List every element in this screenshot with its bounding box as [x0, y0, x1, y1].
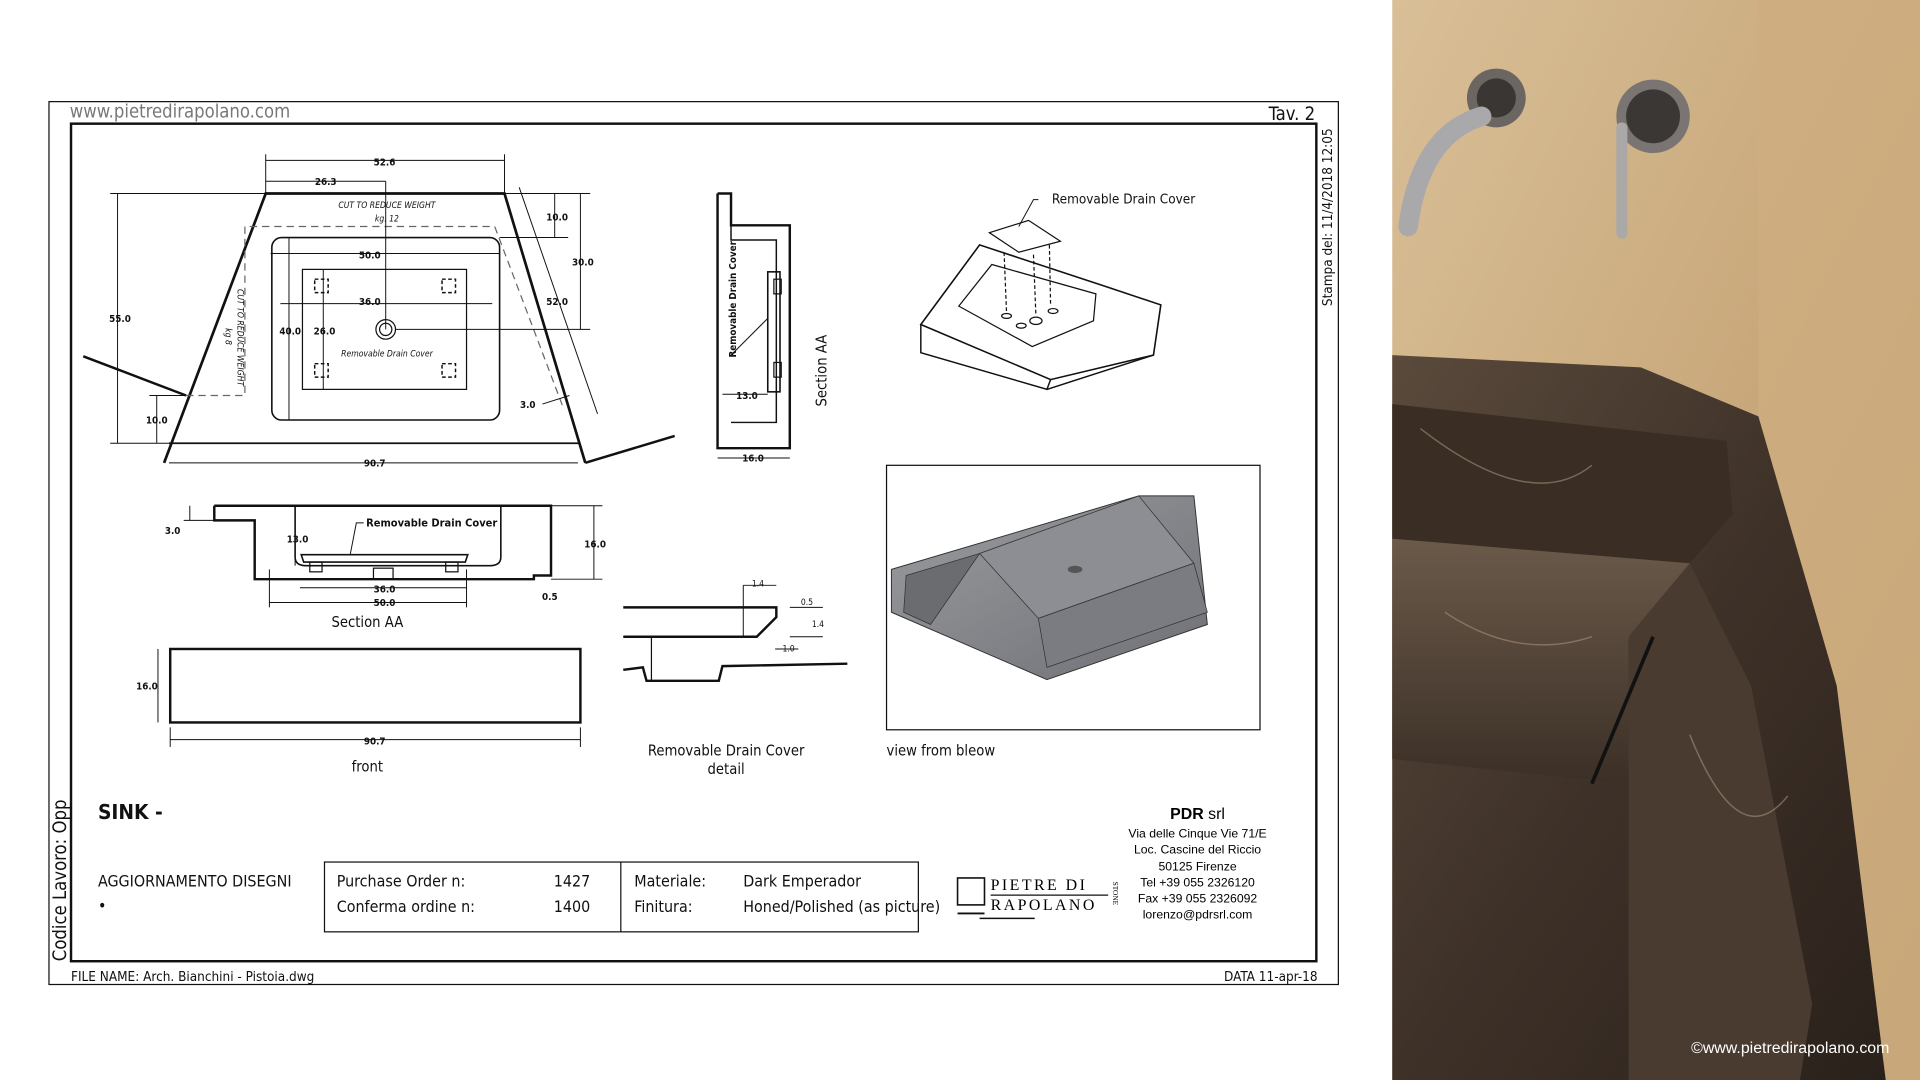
plan-view: 52.6 26.3 10.0 30.0 52.0 55.0 50.0 36.0 … [82, 154, 676, 470]
view-from-below: view from bleow [885, 464, 1261, 760]
pietre-di-rapolano-logo: PIETRE DI RAPOLANO STONE [956, 877, 1120, 920]
po-label: Purchase Order n: [337, 872, 466, 891]
dim-height: 55.0 [109, 314, 131, 325]
company-info: PDR srl Via delle Cinque Vie 71/E Loc. C… [1128, 806, 1266, 921]
company-city: 50125 Firenze [1158, 860, 1236, 874]
sink-title: SINK - [98, 800, 163, 824]
cut-left-kg: kg 8 [222, 328, 232, 345]
section-dim-16: 16.0 [584, 539, 606, 550]
detail-dim-14a: 1.4 [752, 580, 764, 590]
faucet-spout-icon [1398, 68, 1526, 237]
cover-support-icons [313, 278, 457, 378]
dim-cover-width: 36.0 [359, 297, 381, 308]
detail-caption-1: Removable Drain Cover [648, 743, 805, 760]
front-caption: front [352, 758, 383, 775]
logo-side: STONE [1111, 882, 1120, 906]
company-address2: Loc. Cascine del Riccio [1134, 842, 1261, 856]
view-below-caption: view from bleow [887, 743, 996, 760]
iso-sketch: Removable Drain Cover [919, 192, 1195, 391]
dim-left-10: 10.0 [146, 416, 168, 427]
logo-line1: PIETRE DI [991, 877, 1088, 894]
detail-dim-14b: 1.4 [812, 620, 824, 630]
material-value: Dark Emperador [743, 872, 861, 891]
section-dim-05: 0.5 [542, 592, 558, 603]
detail-dim-05: 0.5 [801, 598, 813, 608]
company-suffix: srl [1208, 806, 1225, 823]
material-label: Materiale: [634, 872, 706, 891]
print-stamp: Stampa del: 11/4/2018 12:05 [1321, 128, 1336, 306]
photo-credit: ©www.pietredirapolano.com [1691, 1040, 1889, 1057]
conf-label: Conferma ordine n: [337, 897, 475, 916]
conf-value: 1400 [554, 897, 590, 916]
drawing-date: DATA 11-apr-18 [1224, 970, 1318, 985]
section-dim-36: 36.0 [374, 585, 396, 596]
dim-bottom-width: 90.7 [364, 459, 386, 470]
dim-edge-3: 3.0 [520, 400, 536, 411]
drain-cover-detail: 1.4 0.5 1.4 1.0 Removable Drain Cover de… [623, 580, 848, 778]
side-dim-13: 13.0 [736, 391, 758, 402]
job-code: Codice Lavoro: Opp [50, 800, 71, 962]
inner-frame [69, 122, 1318, 963]
outer-frame [48, 101, 1339, 986]
front-dim-907: 90.7 [364, 736, 386, 747]
update-label: AGGIORNAMENTO DISEGNI [98, 872, 292, 891]
side-section-view: Removable Drain Cover Section AA 13.0 16… [716, 192, 831, 465]
detail-caption-2: detail [708, 761, 745, 778]
po-value: 1427 [554, 872, 590, 891]
dim-bowl-width: 50.0 [359, 250, 381, 261]
detail-dim-10: 1.0 [782, 644, 794, 654]
company-address1: Via delle Cinque Vie 71/E [1128, 827, 1266, 841]
title-block: SINK - AGGIORNAMENTO DISEGNI • Purchase … [71, 800, 1318, 985]
side-dim-16: 16.0 [742, 454, 764, 465]
dim-half-width: 26.3 [315, 177, 337, 188]
update-bullet: • [98, 896, 106, 915]
side-section-title: Section AA [814, 335, 831, 407]
mixer-lever-icon [1616, 79, 1690, 239]
file-name: FILE NAME: Arch. Bianchini - Pistoia.dwg [71, 970, 314, 985]
finish-value: Honed/Polished (as picture) [743, 897, 940, 916]
iso-drain-label: Removable Drain Cover [1052, 192, 1195, 207]
section-aa-view: Removable Drain Cover Section AA 3.0 13.… [165, 504, 606, 631]
section-dim-50: 50.0 [374, 598, 396, 609]
cut-left-label: CUT TO REDUCE WEIGHT [235, 289, 245, 387]
front-dim-16: 16.0 [136, 681, 158, 692]
section-aa-title: Section AA [331, 614, 403, 631]
dim-top-width: 52.6 [374, 157, 396, 168]
dim-diag-52: 52.0 [546, 297, 568, 308]
finish-label: Finitura: [634, 897, 692, 916]
cut-top-kg: kg. 12 [375, 215, 399, 225]
cut-top-label: CUT TO REDUCE WEIGHT [338, 201, 436, 211]
company-fax: Fax +39 055 2326092 [1138, 891, 1258, 905]
dim-right-10: 10.0 [546, 212, 568, 223]
company-tel: Tel +39 055 2326120 [1140, 876, 1255, 890]
section-drain-label: Removable Drain Cover [366, 517, 497, 530]
plan-drain-label: Removable Drain Cover [341, 349, 433, 359]
section-dim-3: 3.0 [165, 526, 181, 537]
dim-right-30: 30.0 [572, 258, 594, 269]
sheet-number: Tav. 2 [1268, 104, 1316, 125]
company-name: PDR [1170, 806, 1204, 823]
section-dim-13: 13.0 [287, 534, 309, 545]
product-photo: ©www.pietredirapolano.com [1392, 0, 1920, 1080]
front-view: 16.0 90.7 front [136, 647, 582, 775]
dim-bowl-depth: 40.0 [279, 326, 301, 337]
company-email: lorenzo@pdrsrl.com [1143, 907, 1253, 921]
logo-line2: RAPOLANO [991, 897, 1097, 914]
side-drain-label: Removable Drain Cover [728, 240, 739, 357]
svg-text:PDR srl: PDR srl [1170, 806, 1225, 823]
dim-cover-depth: 26.0 [314, 326, 336, 337]
website-header: www.pietredirapolano.com [70, 102, 290, 123]
